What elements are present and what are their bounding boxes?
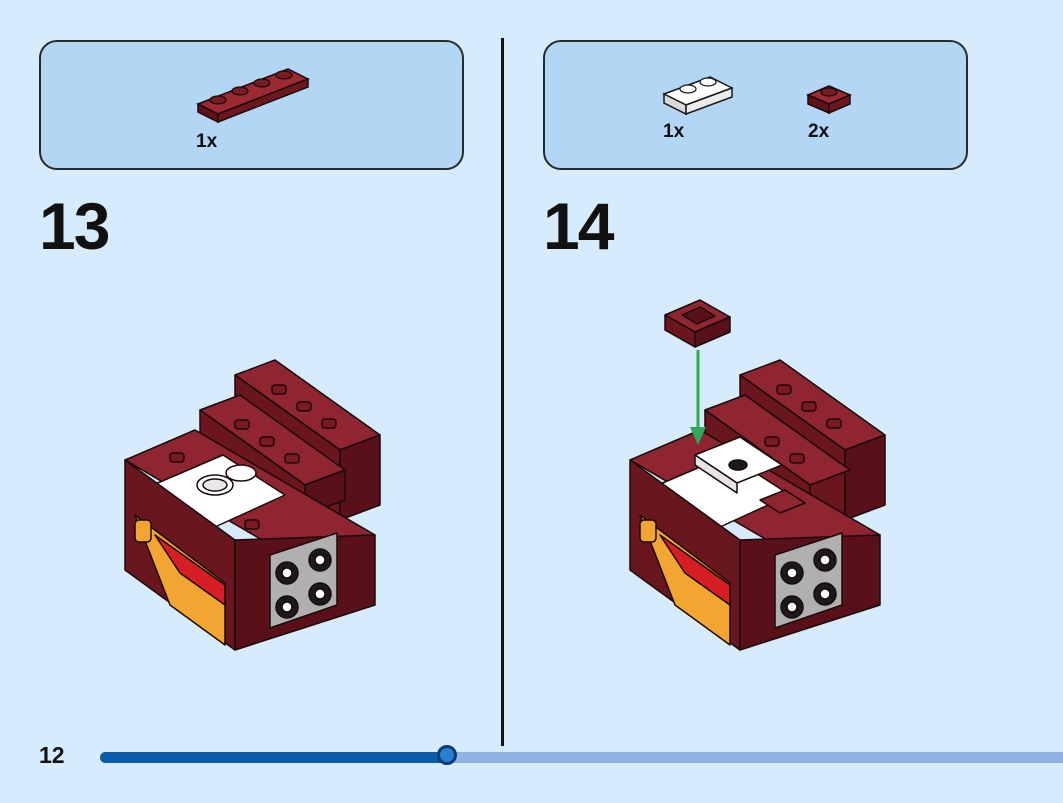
step-number-14: 14	[543, 189, 614, 263]
page-divider	[501, 38, 504, 746]
part-qty: 1x	[663, 121, 685, 142]
model-illustration-step-13	[124, 359, 381, 651]
progress-track	[100, 752, 1063, 763]
part-qty: 1x	[196, 131, 218, 152]
progress-knob	[437, 745, 457, 765]
plate-1x2-white-icon	[662, 76, 734, 116]
plate-1x1-dark-red-icon	[806, 85, 852, 115]
model-illustration-step-14	[629, 299, 886, 651]
step-number-13: 13	[39, 189, 110, 263]
arrow-head-icon	[690, 427, 706, 445]
parts-callout-step-13: 1x	[39, 40, 464, 170]
part-qty: 2x	[808, 121, 830, 142]
parts-callout-step-14: 1x 2x	[543, 40, 968, 170]
page-number: 12	[39, 742, 65, 768]
progress-bar	[100, 745, 1063, 765]
progress-fill	[100, 752, 447, 763]
plate-1x4-dark-red-icon	[196, 68, 310, 124]
